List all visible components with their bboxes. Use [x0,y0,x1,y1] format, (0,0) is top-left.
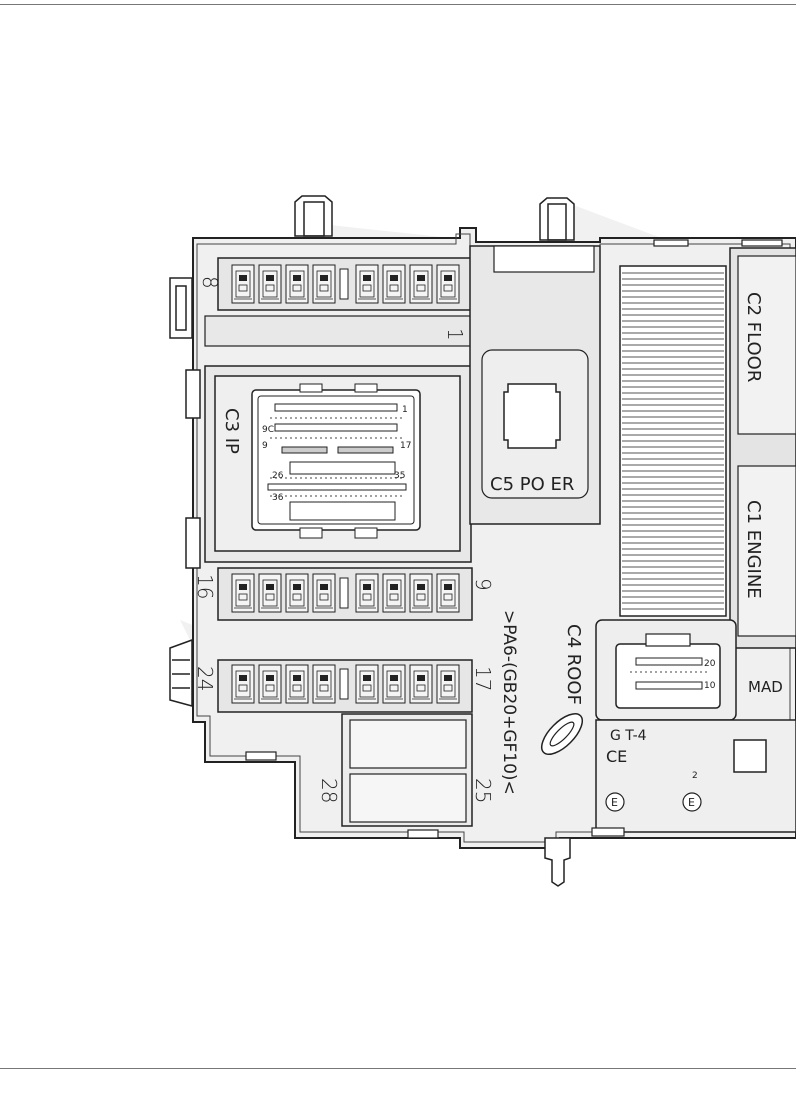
fuse-number-9: 9 [471,578,495,591]
side-clips [169,277,201,707]
oval-grommet [541,713,583,755]
material-marking: >PA6-(GB20+GF10)< [499,610,519,795]
connector-label-c2: C2 FLOOR [743,292,764,382]
connector-label-c3: C3 IP [221,408,242,454]
c5-connector [469,245,601,525]
c3-pin-e: 26 [272,471,284,481]
fuse-bank-large [341,713,473,827]
connector-label-c4: C4 ROOF [563,624,584,705]
fuse-number-25: 25 [471,778,495,803]
top-rail [204,315,472,347]
c3-pin-b: 9C [262,425,274,435]
fuse-number-17: 17 [471,666,495,691]
c3-pin-g: 36 [272,493,284,503]
fuse-bank-top [217,257,473,311]
label-plate-e1: E [611,796,618,809]
fuse-bank-middle [217,567,473,621]
c4-roof-connector: 20 10 [595,619,737,721]
connector-label-c1: C1 ENGINE [743,500,764,599]
c4-pin-a: 20 [704,659,716,669]
bottom-clips [245,239,783,839]
label-plate-code: G T-4 [610,728,647,744]
fuse-number-16: 16 [193,574,217,599]
top-rule [0,4,796,5]
mounting-tabs [294,195,575,887]
fuse-number-8: 8 [198,276,222,289]
label-plate: G T-4 CE 2 E E [595,719,796,833]
label-plate-ce: CE [606,747,627,766]
fuse-number-28: 28 [317,778,341,803]
maker-text: MAD [748,678,783,696]
bottom-rule [0,1068,796,1069]
c3-pin-f: 35 [394,471,405,481]
connector-label-c5: C5 PO ER [490,474,574,495]
label-plate-digit: 2 [692,771,698,781]
label-plate-e2: E [688,796,695,809]
c3-pin-d: 17 [400,441,411,451]
fuse-bank-lower [217,659,473,713]
c3-ip-connector: 1 9C 9 17 26 35 36 [204,365,472,563]
right-modules [729,247,796,649]
fuse-number-24: 24 [193,666,217,691]
fuse-number-1: 1 [443,328,467,341]
c3-pin-c: 9 [262,441,268,451]
ventilation-grille [619,265,727,617]
c3-pin-a: 1 [402,405,408,415]
c4-pin-b: 10 [704,681,716,691]
